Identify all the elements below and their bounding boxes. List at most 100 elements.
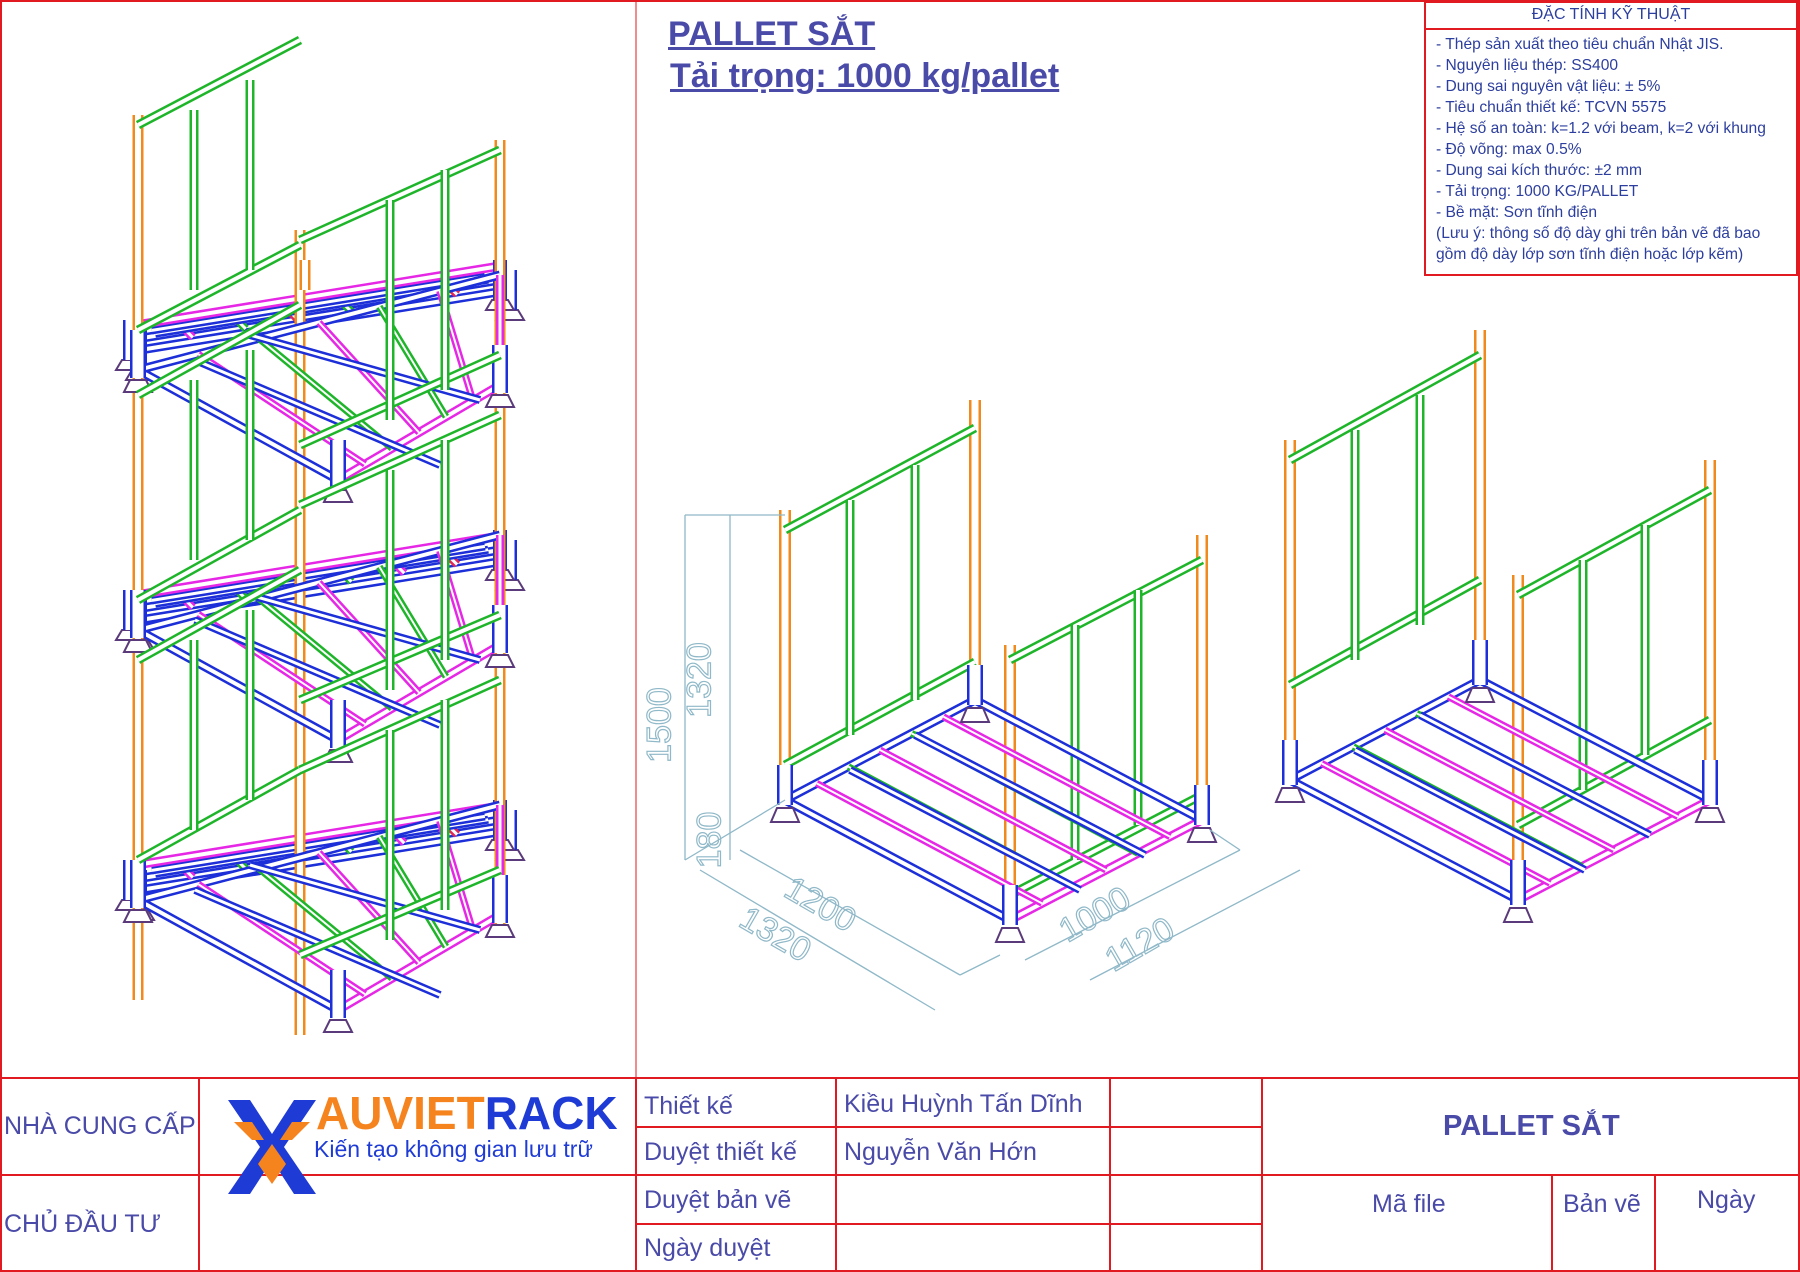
dim-frame-height: 1320 <box>680 642 719 719</box>
spec-line: gồm độ dày lớp sơn tĩnh điện hoặc lớp kẽ… <box>1436 246 1744 263</box>
foot-plate <box>322 1019 354 1033</box>
logo-wordmark-part1: AUVIET <box>316 1087 485 1139</box>
spec-line: - Hệ số an toàn: k=1.2 với beam, k=2 với… <box>1436 120 1766 137</box>
base-rail <box>782 796 1013 924</box>
deck-slat <box>878 746 1108 874</box>
drawing-approval-label: Duyệt bản vẽ <box>644 1186 792 1214</box>
frame-rail <box>298 675 502 775</box>
frame-rail <box>298 410 502 510</box>
specs-list: - Thép sản xuất theo tiêu chuẩn Nhật JIS… <box>1426 30 1796 265</box>
frame-rail <box>135 766 303 864</box>
frame-rail <box>135 36 303 129</box>
deck-slat <box>316 580 422 695</box>
foot-plate <box>994 927 1026 943</box>
supplier-label: NHÀ CUNG CẤP <box>4 1112 196 1140</box>
deck-beam <box>1418 711 1652 839</box>
deck-beam <box>193 616 442 729</box>
single-pallet <box>769 400 1218 943</box>
technical-specs-box: ĐẶC TÍNH KỸ THUẬT - Thép sản xuất theo t… <box>1424 1 1798 276</box>
spec-line: - Tiêu chuẩn thiết kế: TCVN 5575 <box>1436 99 1667 116</box>
deck-slat <box>316 850 422 965</box>
deck-beam <box>193 356 442 469</box>
frame-rail <box>298 610 502 705</box>
designer-name: Kiều Huỳnh Tấn Dĩnh <box>844 1090 1083 1118</box>
logo-tagline: Kiến tạo không gian lưu trữ <box>314 1136 593 1162</box>
dimension-line <box>699 869 936 1011</box>
frame-rail <box>1515 716 1713 829</box>
base-rail <box>135 896 341 1014</box>
side-rail <box>129 801 501 871</box>
approver-label: Duyệt thiết kế <box>644 1138 797 1166</box>
frame-rail <box>782 658 978 769</box>
foot-plate <box>484 924 516 938</box>
frame-rail <box>1287 576 1483 689</box>
deck-slat <box>815 780 1044 907</box>
deck-slat <box>1446 693 1680 820</box>
spec-line: - Dung sai kích thước: ±2 mm <box>1436 162 1643 179</box>
base-rail <box>135 626 341 744</box>
specs-heading: ĐẶC TÍNH KỸ THUẬT <box>1426 3 1796 30</box>
frame-rail <box>135 301 303 399</box>
project-title: PALLET SẮT <box>1443 1110 1620 1142</box>
foot-plate <box>1502 907 1534 923</box>
deck-slat <box>256 595 395 712</box>
dimension-line <box>684 799 786 861</box>
date-label: Ngày <box>1697 1186 1756 1214</box>
deck-slat <box>256 335 395 452</box>
file-code-label: Mã file <box>1372 1190 1446 1218</box>
frame-rail <box>1007 556 1205 664</box>
frame-rail <box>1007 791 1205 899</box>
exploded-pallet <box>1274 330 1726 923</box>
approver-name: Nguyễn Văn Hớn <box>844 1138 1037 1166</box>
approval-date-label: Ngày duyệt <box>644 1234 771 1262</box>
frame-rail <box>298 350 502 450</box>
deck-slat <box>941 713 1172 840</box>
deck-beam <box>913 731 1147 859</box>
frame-rail <box>1287 351 1483 464</box>
spec-line: - Thép sản xuất theo tiêu chuẩn Nhật JIS… <box>1436 36 1724 53</box>
logo-wordmark: AUVIETRACK <box>316 1086 618 1140</box>
logo-wordmark-part2: RACK <box>484 1087 618 1139</box>
base-rail <box>1477 676 1713 804</box>
base-rail <box>135 366 341 484</box>
frame-rail <box>298 145 502 245</box>
designer-label: Thiết kế <box>644 1092 733 1120</box>
foot-plate <box>1694 807 1726 823</box>
deck-slat <box>1383 726 1616 854</box>
foot-plate <box>484 654 516 668</box>
deck-slat <box>256 865 395 982</box>
side-rail <box>129 261 501 331</box>
dimension-line <box>959 954 1001 976</box>
frame-rail <box>782 424 978 534</box>
foot-plate <box>959 707 991 723</box>
dim-leg-height: 180 <box>690 811 729 869</box>
dimension-line <box>1209 829 1241 851</box>
deck-beam <box>248 861 482 934</box>
dim-total-height: 1500 <box>640 687 679 764</box>
load-capacity-title: Tải trọng: 1000 kg/pallet <box>670 57 1060 95</box>
deck-slat <box>316 320 422 435</box>
side-rail <box>129 531 501 601</box>
frame-rail <box>298 865 502 960</box>
spec-line: - Tải trọng: 1000 KG/PALLET <box>1436 183 1639 200</box>
dimension-line <box>739 849 961 976</box>
base-rail <box>972 696 1205 824</box>
frame-rail <box>135 566 303 664</box>
foot-plate <box>122 909 154 923</box>
base-rail <box>1287 776 1521 904</box>
auvietrack-logo-icon <box>228 1100 316 1194</box>
drawing-title: PALLET SẮT <box>668 15 876 53</box>
deck-beam <box>1353 746 1587 874</box>
foot-plate <box>1464 687 1496 703</box>
spec-line: (Lưu ý: thông số độ dày ghi trên bản vẽ … <box>1436 225 1761 242</box>
spec-line: - Dung sai nguyên vật liệu: ± 5% <box>1436 78 1661 95</box>
foot-plate <box>122 639 154 653</box>
spec-line: - Bề mặt: Sơn tĩnh điện <box>1436 204 1598 221</box>
deck-beam <box>193 886 442 999</box>
pallet-tower <box>122 36 516 1035</box>
owner-label: CHỦ ĐẦU TƯ <box>4 1210 162 1238</box>
dimension-line <box>1089 869 1301 981</box>
spec-line: - Nguyên liệu thép: SS400 <box>1436 57 1619 74</box>
